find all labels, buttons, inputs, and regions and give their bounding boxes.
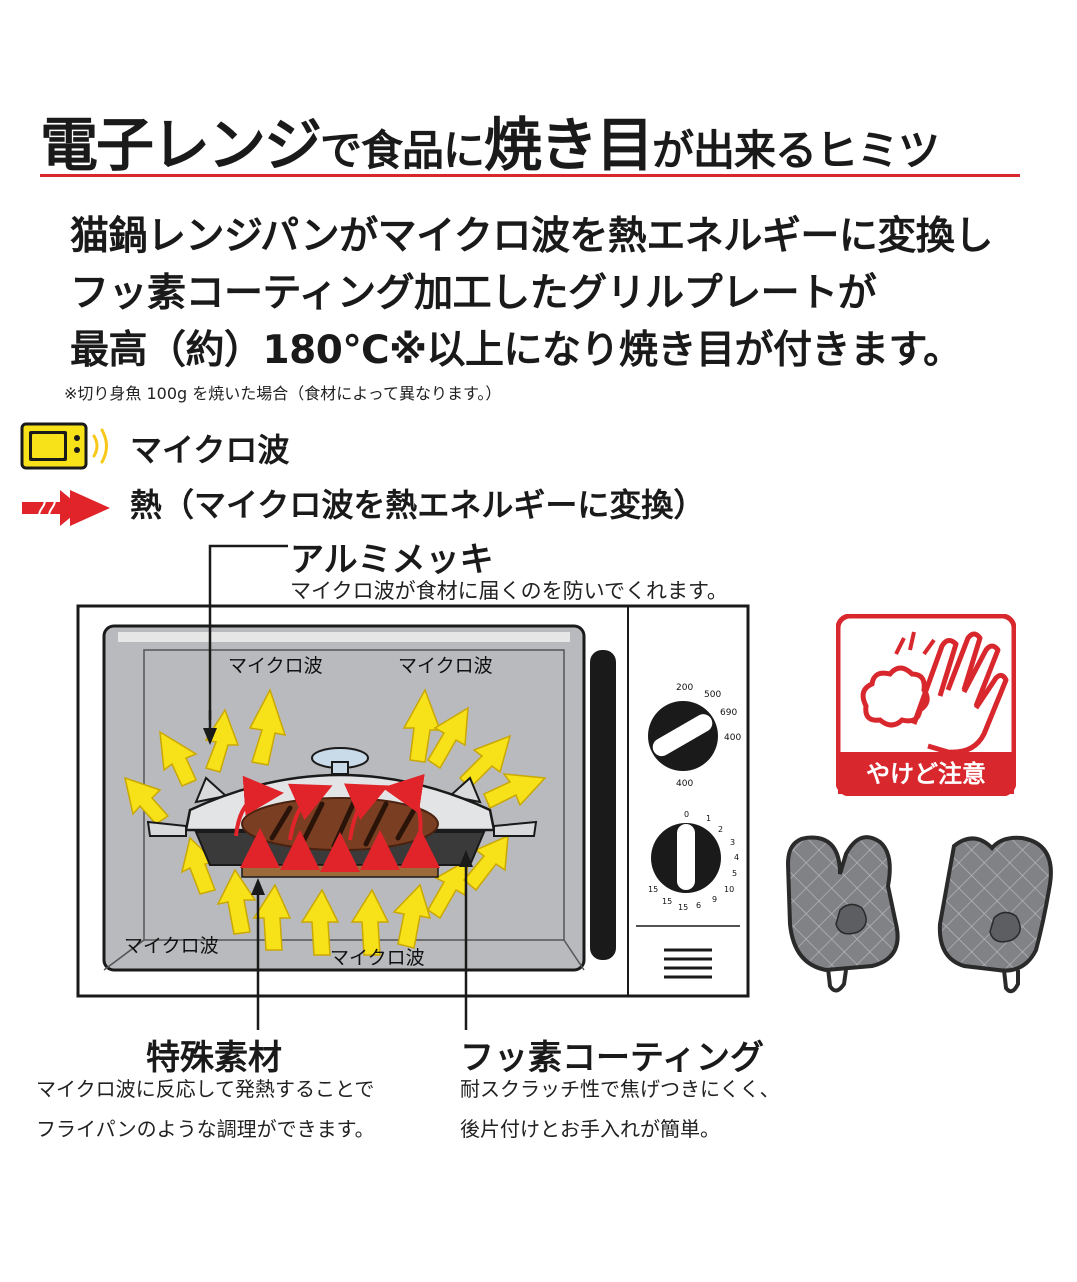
title-part-microwave: 電子レンジ (40, 111, 322, 179)
svg-text:4: 4 (734, 853, 739, 862)
svg-text:15: 15 (648, 885, 658, 894)
lead-line-3: 最高（約）180℃※以上になり焼き目が付きます。 (70, 328, 962, 373)
svg-text:6: 6 (696, 901, 701, 910)
svg-text:500: 500 (704, 690, 721, 700)
fluorine-coating-title: フッ素コーティング (460, 1038, 764, 1078)
title-part-browning: 焼き目 (484, 111, 654, 179)
heat-arrow-icon (22, 490, 110, 526)
lead-line-2: フッ素コーティング加工したグリルプレートが (70, 271, 877, 316)
legend-heat-label: 熱（マイクロ波を熱エネルギーに変換） (130, 486, 706, 524)
cat-face-icon (989, 911, 1021, 943)
svg-text:400: 400 (724, 733, 741, 743)
door-handle (590, 650, 616, 960)
microwave-label-bottom-center: マイクロ波 (330, 947, 425, 969)
special-material-line-2: フライパンのような調理ができます。 (36, 1117, 375, 1141)
svg-text:3: 3 (730, 838, 735, 847)
power-dial: 200 500 690 400 400 (648, 683, 741, 789)
microwave-oven-icon (20, 422, 88, 470)
left-mitten (785, 835, 900, 993)
wave-signal-icon (92, 428, 108, 464)
svg-text:15: 15 (678, 903, 688, 912)
burn-warning-label: やけど注意 (866, 760, 986, 788)
svg-text:5: 5 (732, 869, 737, 878)
svg-text:200: 200 (676, 683, 693, 693)
cat-face-icon (835, 903, 867, 935)
special-material-line-1: マイクロ波に反応して発熱することで (36, 1077, 375, 1101)
legend-icons (20, 422, 110, 526)
svg-text:2: 2 (718, 825, 723, 834)
hand-icon (911, 631, 1009, 755)
lead-line-1: 猫鍋レンジパンがマイクロ波を熱エネルギーに変換し (70, 214, 993, 259)
oven-mittens (785, 835, 1053, 994)
burn-warning-sign: やけど注意 (836, 614, 1016, 796)
svg-text:1: 1 (706, 814, 711, 823)
aluminum-plating-title: アルミメッキ (290, 540, 494, 580)
timer-dial: 0 1 2 3 4 5 10 15 15 15 6 9 (648, 810, 739, 912)
svg-text:15: 15 (662, 897, 672, 906)
microwave-label-bottom-left: マイクロ波 (124, 935, 219, 957)
microwave-label-top-right: マイクロ波 (398, 655, 493, 677)
steam-puff-icon (860, 665, 930, 728)
footnote: ※切り身魚 100g を焼いた場合（食材によって異なります。） (64, 384, 502, 403)
special-material-title: 特殊素材 (146, 1038, 282, 1078)
microwave-diagram: マイクロ波 マイクロ波 マイクロ波 マイクロ波 200 500 690 400 … (76, 544, 750, 1030)
title-part-secret: が出来るヒミツ (652, 126, 940, 175)
legend-microwave-label: マイクロ波 (130, 431, 290, 469)
svg-text:10: 10 (724, 885, 734, 894)
page-title: 電子レンジで食品に焼き目が出来るヒミツ (40, 98, 1040, 179)
fluorine-coating-line-2: 後片付けとお手入れが簡単。 (460, 1117, 720, 1141)
title-underline (40, 174, 1020, 177)
microwave-label-top-left: マイクロ波 (228, 655, 323, 677)
special-material-layer (241, 864, 439, 878)
svg-text:0: 0 (684, 810, 689, 819)
right-mitten (937, 835, 1053, 994)
svg-text:400: 400 (676, 779, 693, 789)
aluminum-plating-desc: マイクロ波が食材に届くのを防いでくれます。 (290, 579, 728, 603)
svg-text:9: 9 (712, 895, 717, 904)
fluorine-coating-line-1: 耐スクラッチ性で焦げつきにくく、 (460, 1077, 780, 1101)
heat-arrows (234, 773, 440, 872)
vent-grille-icon (664, 948, 712, 979)
title-part-food: で食品に (320, 126, 485, 175)
svg-text:690: 690 (720, 708, 737, 718)
microwave-arrows (123, 688, 547, 956)
